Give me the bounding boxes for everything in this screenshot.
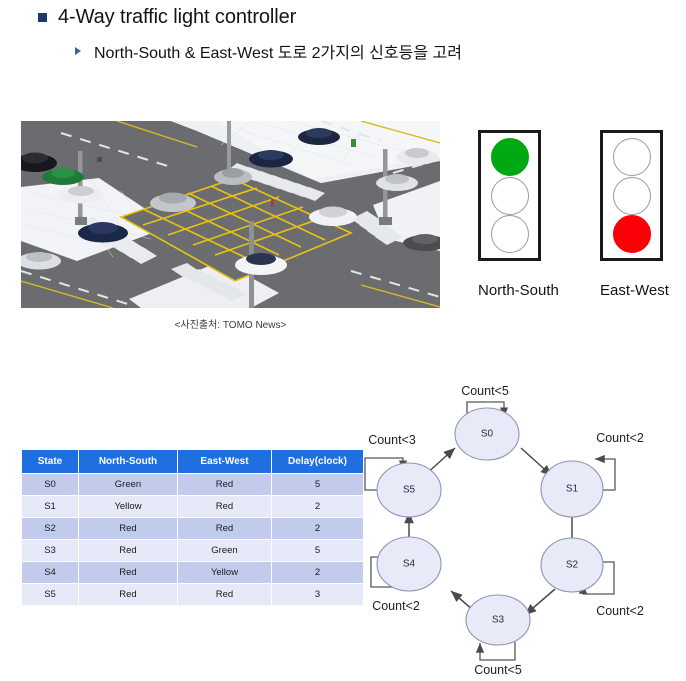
loop-label-s2: Count<2	[596, 604, 644, 618]
self-loop-labels: Count<5 Count<2 Count<2 Count<5 Count<2 …	[368, 384, 644, 677]
cell-state: S3	[21, 539, 79, 562]
loop-label-s3: Count<5	[474, 663, 522, 677]
column-header-state: State	[21, 449, 79, 474]
state-node-label: S1	[566, 484, 579, 495]
cell-east-west: Red	[177, 473, 272, 496]
triangle-bullet-icon	[75, 47, 81, 55]
state-node-label: S4	[403, 559, 416, 570]
table-row: S4 Red Yellow 2	[21, 561, 364, 584]
green-lamp-icon	[612, 138, 651, 177]
state-node-label: S0	[481, 429, 494, 440]
cell-north-south: Green	[78, 473, 178, 496]
header-title-text: 4-Way traffic light controller	[58, 6, 297, 28]
state-node-s2: S2	[540, 537, 604, 593]
green-lamp-icon	[490, 138, 529, 177]
yellow-lamp-icon	[490, 176, 529, 215]
traffic-light-housing	[478, 130, 541, 261]
loop-label-s0: Count<5	[461, 384, 509, 398]
header-bullet-secondary: North-South & East-West 도로 2가지의 신호등을 고려	[75, 39, 462, 63]
table-row: S1 Yellow Red 2	[21, 495, 364, 518]
state-node-label: S5	[403, 485, 416, 496]
state-node-s0: S0	[454, 407, 520, 461]
cell-delay: 3	[271, 583, 364, 606]
cell-east-west: Yellow	[177, 561, 272, 584]
self-loop-s0	[466, 401, 509, 421]
cell-delay: 2	[271, 517, 364, 540]
traffic-light-north-south: North-South	[478, 130, 559, 299]
edge-s0-s1	[520, 447, 553, 477]
column-header-north-south: North-South	[78, 449, 178, 474]
loop-label-s5: Count<3	[368, 433, 416, 447]
column-header-east-west: East-West	[177, 449, 272, 474]
state-node-s4: S4	[376, 536, 442, 592]
state-node-label: S3	[492, 615, 505, 626]
cell-east-west: Red	[177, 583, 272, 606]
traffic-light-label-north-south: North-South	[478, 282, 559, 299]
loop-label-s1: Count<2	[596, 431, 644, 445]
cell-delay: 5	[271, 473, 364, 496]
cell-state: S1	[21, 495, 79, 518]
state-node-s5: S5	[376, 462, 442, 518]
cell-state: S5	[21, 583, 79, 606]
cell-north-south: Red	[78, 561, 178, 584]
cell-north-south: Red	[78, 517, 178, 540]
intersection-photo	[21, 121, 440, 308]
traffic-light-east-west: East-West	[600, 130, 669, 299]
photo-caption: <사진출처: TOMO News>	[174, 320, 287, 331]
self-loop-s3	[475, 642, 516, 661]
square-bullet-icon	[38, 13, 47, 22]
table-row: S3 Red Green 5	[21, 539, 364, 562]
traffic-light-housing	[600, 130, 663, 261]
cell-delay: 2	[271, 495, 364, 518]
cell-north-south: Yellow	[78, 495, 178, 518]
red-lamp-icon	[612, 214, 651, 253]
header-subtitle-text: North-South & East-West 도로 2가지의 신호등을 고려	[94, 45, 462, 62]
cell-east-west: Red	[177, 495, 272, 518]
cell-state: S0	[21, 473, 79, 496]
table-row: S2 Red Red 2	[21, 517, 364, 540]
edge-s2-s3	[524, 588, 556, 616]
state-node-s3: S3	[465, 594, 531, 646]
cell-delay: 2	[271, 561, 364, 584]
state-machine-diagram: Count<5 Count<2 Count<2 Count<5 Count<2 …	[352, 372, 686, 678]
cell-delay: 5	[271, 539, 364, 562]
column-header-delay: Delay(clock)	[271, 449, 364, 474]
self-loop-s1	[594, 454, 616, 491]
self-loop-s5	[364, 457, 408, 491]
traffic-light-label-east-west: East-West	[600, 282, 669, 299]
cell-state: S4	[21, 561, 79, 584]
table-row: S5 Red Red 3	[21, 583, 364, 606]
table-header-row: State North-South East-West Delay(clock)	[21, 449, 364, 474]
cell-east-west: Green	[177, 539, 272, 562]
state-node-s1: S1	[540, 460, 604, 518]
header-bullet-primary: 4-Way traffic light controller	[38, 6, 296, 29]
state-transition-table: State North-South East-West Delay(clock)…	[21, 449, 364, 606]
cell-north-south: Red	[78, 539, 178, 562]
red-lamp-icon	[490, 214, 529, 253]
table-row: S0 Green Red 5	[21, 473, 364, 496]
cell-north-south: Red	[78, 583, 178, 606]
cell-state: S2	[21, 517, 79, 540]
cell-east-west: Red	[177, 517, 272, 540]
yellow-lamp-icon	[612, 176, 651, 215]
loop-label-s4: Count<2	[372, 599, 420, 613]
state-node-label: S2	[566, 560, 579, 571]
